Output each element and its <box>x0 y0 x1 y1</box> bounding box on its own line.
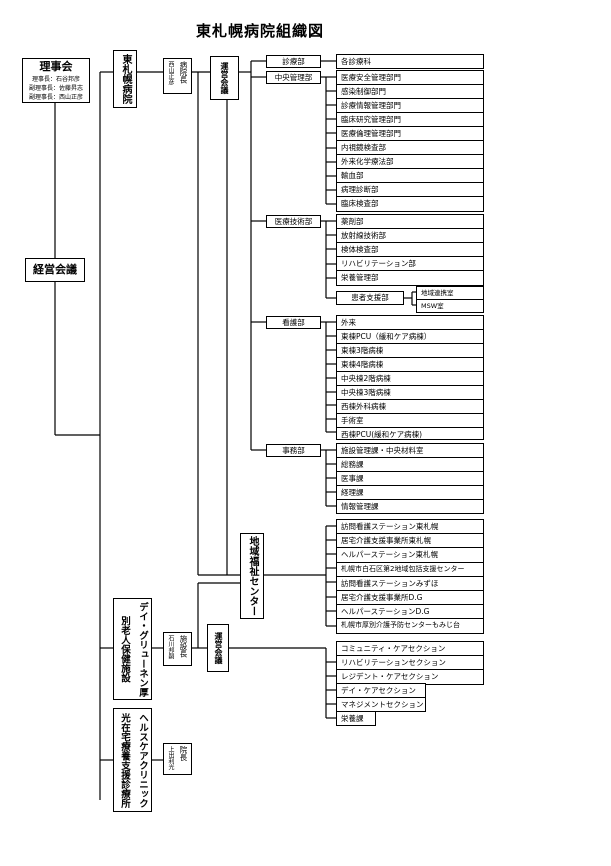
central-list: 医療安全管理部門 感染制御部門 診療情報管理部門 臨床研究管理部門 医療倫理管理… <box>336 70 484 212</box>
list-item: デイ・ケアセクション <box>336 683 426 698</box>
list-item: 薬剤部 <box>337 215 483 229</box>
board-vice-chair-2: 副理事長：西山正彦 <box>28 94 83 101</box>
list-item: 放射線技術部 <box>337 229 483 243</box>
list-item: 栄養管理部 <box>341 273 379 282</box>
list-item: 居宅介護支援事業所D.G <box>337 591 483 606</box>
list-item: コミュニティ・ケアセクション <box>337 642 483 656</box>
list-item: 医療倫理管理部門 <box>337 127 483 141</box>
list-item: 検体検査部 <box>337 243 483 257</box>
list-item: 外来化学療法部 <box>337 155 483 169</box>
nursing-list: 外来 東棟PCU（緩和ケア病棟） 東棟3階病棟 東棟4階病棟 中央棟2階病棟 中… <box>336 315 484 440</box>
council-box: 経営会議 <box>25 258 85 282</box>
list-item: リハビリテーション部 <box>337 257 483 271</box>
list-item: 中央棟2階病棟 <box>337 372 483 386</box>
list-item: 栄養課 <box>336 711 376 726</box>
community-list: 訪問看護ステーション東札幌 居宅介護支援事業所東札幌 ヘルパーステーション東札幌… <box>336 519 484 634</box>
list-item: 札幌市厚別介護予防センターもみじ台 <box>341 621 460 630</box>
dept-central: 中央管理部 <box>266 71 321 84</box>
list-item: 地域連携室 <box>417 287 483 300</box>
list-item: 感染制御部門 <box>337 85 483 99</box>
dg-head-box: 施設長 石川邦嗣 <box>163 632 192 666</box>
hospital-box: 東札幌病院 <box>113 50 137 108</box>
list-item: 輸血部 <box>337 169 483 183</box>
hospital-name: 東札幌病院 <box>120 54 131 104</box>
dg-facility-name: デイ・グリューネン厚別老人保健施設 <box>119 601 148 697</box>
dept-clinical: 診療部 <box>266 55 321 68</box>
list-item: マネジメントセクション <box>336 697 426 712</box>
dept-technical: 医療技術部 <box>266 215 321 228</box>
list-item: 施設管理課・中央材料室 <box>337 444 483 458</box>
dg-head-label: 施設長 <box>179 635 188 658</box>
list-item: 中央棟3階病棟 <box>337 386 483 400</box>
list-item: 東棟3階病棟 <box>337 344 483 358</box>
clinic-head-label: 院長 <box>179 746 188 761</box>
board-vice-chair-1: 副理事長：佐藤昇志 <box>28 85 83 92</box>
list-item: 西棟外科病棟 <box>337 400 483 414</box>
list-item: 訪問看護ステーション東札幌 <box>337 520 483 535</box>
list-item: 訪問看護ステーションみずほ <box>337 577 483 592</box>
hospital-head-box: 病院長 西山正彦 <box>163 58 192 94</box>
dg-mgmt-box: 運営会議 <box>207 624 229 672</box>
list-item: レジデント・ケアセクション <box>341 672 439 681</box>
dg-mgmt-label: 運営会議 <box>214 632 223 664</box>
list-item: 医事課 <box>337 472 483 486</box>
list-item: MSW室 <box>421 302 444 310</box>
clinical-item: 各診療科 <box>336 54 484 69</box>
dept-nursing: 看護部 <box>266 316 321 329</box>
list-item: 東棟PCU（緩和ケア病棟） <box>337 330 483 344</box>
board-box: 理事会 理事長：石谷邦彦 副理事長：佐藤昇志 副理事長：西山正彦 <box>22 58 90 103</box>
list-item: 臨床研究管理部門 <box>337 113 483 127</box>
list-item: 手術室 <box>337 414 483 428</box>
list-item: リハビリテーションセクション <box>337 656 483 670</box>
list-item: 情報管理課 <box>341 502 379 511</box>
list-item: 医療安全管理部門 <box>337 71 483 85</box>
technical-list: 薬剤部 放射線技術部 検体検査部 リハビリテーション部 栄養管理部 <box>336 214 484 286</box>
board-name: 理事会 <box>39 60 73 73</box>
list-item: ヘルパーステーション東札幌 <box>337 548 483 563</box>
hospital-mgmt-label: 運営会議 <box>220 62 229 94</box>
community-center-box: 地域福祉センター <box>240 533 264 619</box>
list-item: 西棟PCU(緩和ケア病棟) <box>341 430 423 439</box>
list-item: 診療情報管理部門 <box>337 99 483 113</box>
clinic-head-name: 上出利光 <box>167 746 174 770</box>
list-item: 札幌市白石区第2地域包括支援センター <box>337 563 483 577</box>
list-item: ヘルパーステーションD.G <box>337 605 483 620</box>
page-title: 東札幌病院組織図 <box>195 22 324 40</box>
dg-head-name: 石川邦嗣 <box>167 635 174 659</box>
dg-section-list: コミュニティ・ケアセクション リハビリテーションセクション レジデント・ケアセク… <box>336 641 484 685</box>
dg-facility-box: デイ・グリューネン厚別老人保健施設 <box>113 598 152 700</box>
list-item: 総務課 <box>337 458 483 472</box>
clinic-head-box: 院長 上出利光 <box>163 743 192 775</box>
hospital-mgmt-box: 運営会議 <box>210 56 239 100</box>
hospital-head-name: 西山正彦 <box>167 61 174 85</box>
clinic-name: ヘルスケアクリニック光在宅療養支援診療所 <box>119 712 148 808</box>
list-item: 内視鏡検査部 <box>337 141 483 155</box>
clinic-box: ヘルスケアクリニック光在宅療養支援診療所 <box>113 708 152 812</box>
list-item: 経理課 <box>337 486 483 500</box>
council-name: 経営会議 <box>33 263 77 276</box>
board-chair: 理事長：石谷邦彦 <box>31 76 80 83</box>
hospital-head-label: 病院長 <box>179 61 188 84</box>
patient-support-list: 地域連携室 MSW室 <box>416 286 484 313</box>
list-item: 臨床検査部 <box>341 199 379 208</box>
list-item: 外来 <box>337 316 483 330</box>
office-list: 施設管理課・中央材料室 総務課 医事課 経理課 情報管理課 <box>336 443 484 514</box>
list-item: 東棟4階病棟 <box>337 358 483 372</box>
patient-support-dept: 患者支援部 <box>336 291 404 305</box>
list-item: 病理診断部 <box>337 183 483 197</box>
list-item: 居宅介護支援事業所東札幌 <box>337 534 483 549</box>
dept-office: 事務部 <box>266 444 321 457</box>
community-center-name: 地域福祉センター <box>247 536 258 616</box>
